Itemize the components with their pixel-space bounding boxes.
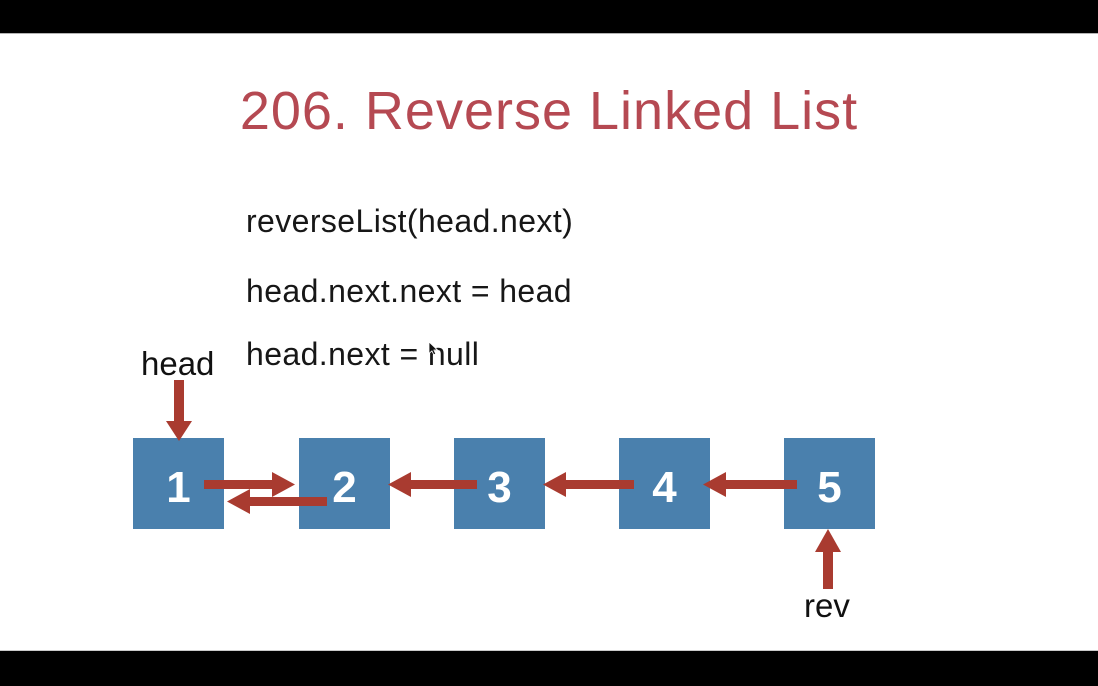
reversed-arrow-node5-to-node4-icon — [703, 472, 797, 497]
list-node-2: 2 — [299, 438, 390, 529]
node-value: 3 — [487, 462, 512, 512]
rev-pointer-label: rev — [804, 587, 850, 624]
node-value: 4 — [652, 462, 677, 512]
list-node-3: 3 — [454, 438, 545, 529]
list-node-1: 1 — [133, 438, 224, 529]
head-pointer-label: head — [141, 345, 215, 382]
node-value: 1 — [166, 462, 191, 512]
head-pointer-down-arrow-icon — [166, 380, 192, 441]
slide-title: 206. Reverse Linked List — [239, 81, 859, 141]
letterbox-top-bar — [0, 0, 1098, 34]
node-value: 2 — [332, 462, 357, 512]
letterbox-bottom-bar — [0, 650, 1098, 686]
list-node-5: 5 — [784, 438, 875, 529]
list-node-4: 4 — [619, 438, 710, 529]
code-line-null: head.next = null — [246, 336, 480, 372]
node-value: 5 — [817, 462, 842, 512]
code-line-recursive-call: reverseList(head.next) — [246, 203, 574, 239]
rev-pointer-up-arrow-icon — [815, 529, 841, 589]
code-line-relink: head.next.next = head — [246, 273, 572, 309]
